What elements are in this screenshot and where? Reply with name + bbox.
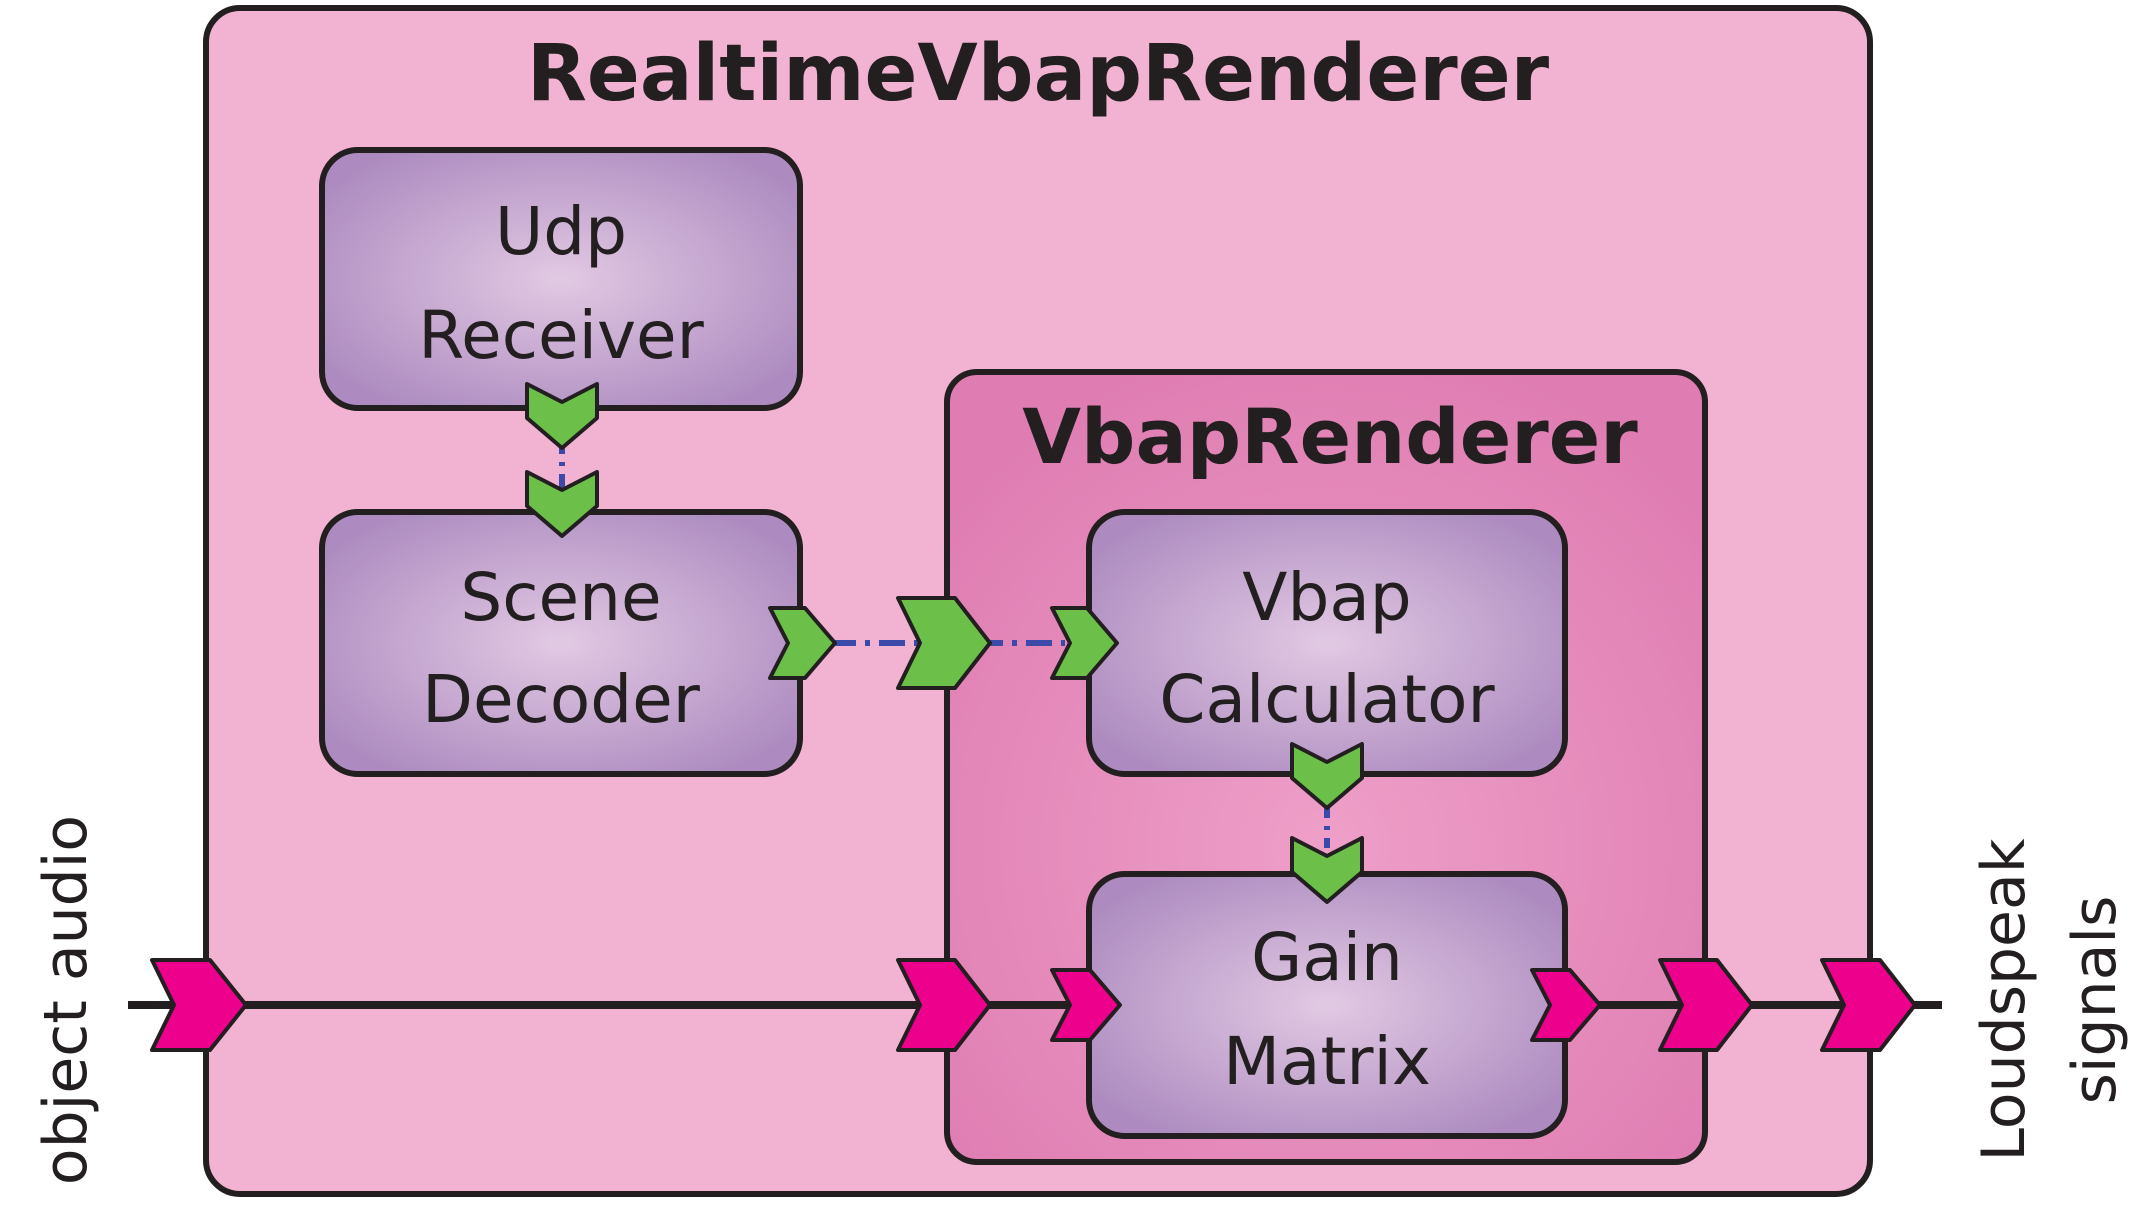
scene-decoder-component: Scene Decoder bbox=[319, 509, 803, 777]
vbap-calculator-component: Vbap Calculator bbox=[1086, 509, 1568, 777]
gain-matrix-audio-out-port bbox=[1530, 968, 1602, 1042]
input-label-object-audio: object audio bbox=[31, 815, 101, 1185]
vbap-renderer-audio-in-port bbox=[896, 958, 992, 1052]
gain-matrix-label-line2: Matrix bbox=[1223, 1023, 1431, 1100]
realtime-vbap-renderer-title: RealtimeVbapRenderer bbox=[527, 29, 1550, 119]
scene-decoder-label-line1: Scene bbox=[460, 559, 661, 636]
gain-matrix-label-line1: Gain bbox=[1251, 919, 1403, 996]
gain-matrix-audio-in-port bbox=[1050, 968, 1122, 1042]
vbap-renderer-control-boundary-port bbox=[896, 596, 992, 690]
gain-matrix-control-in-port bbox=[1290, 836, 1364, 904]
udp-receiver-label-line1: Udp bbox=[495, 193, 627, 270]
gain-matrix-component: Gain Matrix bbox=[1086, 871, 1568, 1139]
vbap-calculator-control-out-port bbox=[1290, 742, 1364, 810]
output-label-line2: signals bbox=[2060, 896, 2130, 1105]
vbap-calculator-label-line1: Vbap bbox=[1242, 559, 1411, 636]
vbap-renderer-audio-out-port bbox=[1658, 958, 1754, 1052]
vbap-calculator-control-in-port bbox=[1050, 606, 1119, 680]
udp-receiver-component: Udp Receiver bbox=[319, 147, 803, 411]
scene-decoder-control-out-port bbox=[768, 606, 837, 680]
output-label-line1: Loudspeak bbox=[1969, 838, 2039, 1161]
vbap-renderer-title: VbapRenderer bbox=[1022, 392, 1638, 481]
scene-decoder-label-line2: Decoder bbox=[422, 661, 701, 738]
realtime-renderer-audio-out-port bbox=[1820, 958, 1917, 1052]
udp-receiver-control-out-port bbox=[525, 382, 599, 450]
udp-receiver-label-line2: Receiver bbox=[418, 297, 704, 374]
scene-decoder-control-in-port bbox=[525, 470, 599, 538]
vbap-calculator-label-line2: Calculator bbox=[1159, 661, 1495, 738]
realtime-renderer-audio-in-port bbox=[150, 958, 248, 1052]
